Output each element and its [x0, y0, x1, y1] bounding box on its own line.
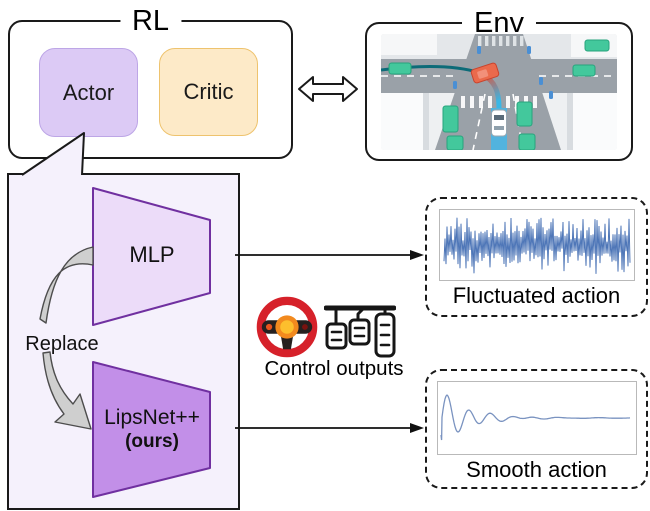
driving-simulation-image	[381, 34, 617, 150]
mlp-output-arrow	[235, 250, 424, 260]
actor-box: Actor	[39, 48, 138, 137]
mlp-trapezoid	[92, 187, 211, 326]
fluctuated-signal	[443, 217, 631, 274]
control-outputs-label: Control outputs	[264, 357, 404, 380]
smooth-action-box: Smooth action	[425, 369, 648, 489]
replace-arrow-bottom	[42, 351, 92, 430]
replace-swoosh-top	[39, 246, 94, 324]
rl-box: RL Actor Critic	[8, 3, 293, 159]
lipsnet-output-arrow	[235, 423, 424, 433]
pedals-icon	[324, 305, 396, 358]
lipsnet-sub-label: (ours)	[125, 431, 179, 452]
smooth-action-label: Smooth action	[466, 457, 607, 482]
callout-pointer	[21, 132, 85, 176]
critic-label: Critic	[183, 79, 234, 104]
mlp-label: MLP	[129, 242, 175, 267]
lipsnet-label: LipsNet++	[104, 406, 200, 429]
smooth-plot	[437, 381, 637, 455]
actor-label: Actor	[62, 79, 115, 105]
smooth-signal	[440, 394, 631, 441]
fluctuated-action-label: Fluctuated action	[452, 283, 621, 308]
fluctuated-action-box: Fluctuated action	[425, 197, 648, 317]
critic-box: Critic	[159, 48, 258, 136]
fluctuated-plot	[439, 209, 635, 281]
actor-panel-graphics	[39, 187, 211, 498]
lipsnet-trapezoid	[92, 361, 211, 498]
env-box: Env	[365, 5, 633, 161]
steering-wheel-icon	[256, 296, 318, 358]
double-arrow-icon	[298, 76, 358, 102]
rl-title: RL	[119, 3, 182, 39]
replace-label: Replace	[25, 333, 99, 355]
